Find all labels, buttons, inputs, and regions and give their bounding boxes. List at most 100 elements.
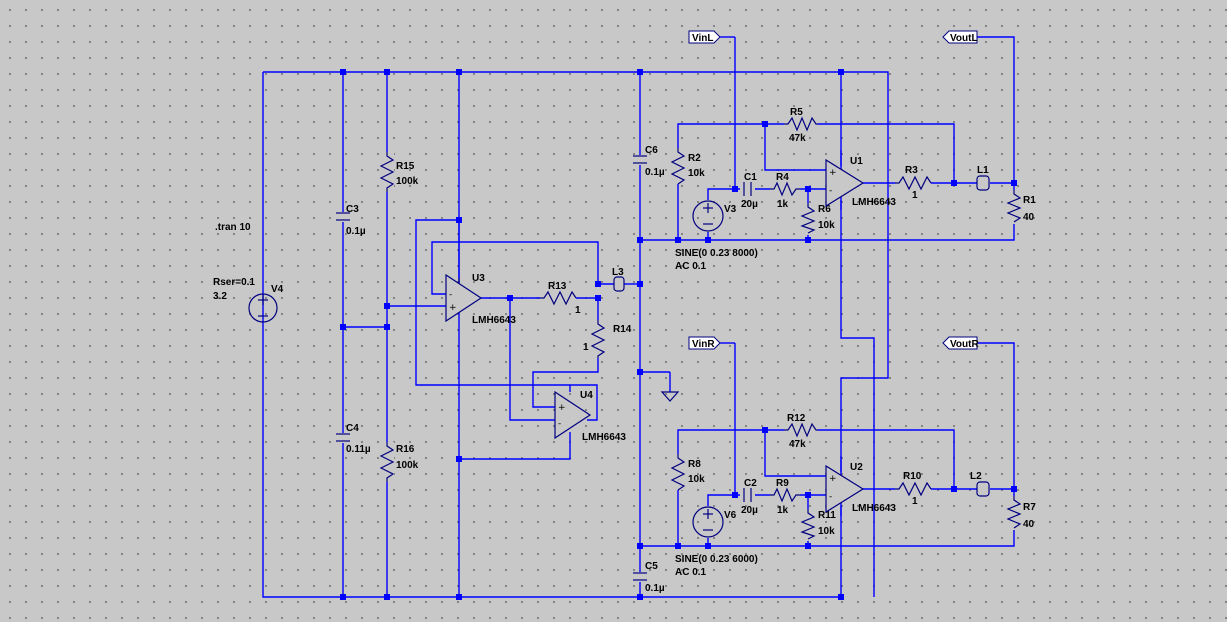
v3-ac: AC 0.1 (675, 261, 707, 272)
c4-value: 0.11µ (346, 444, 371, 455)
v4-voltage-source[interactable] (248, 293, 278, 323)
c2-capacitor[interactable] (742, 487, 754, 503)
c5-name: C5 (645, 561, 658, 572)
r11-resistor[interactable] (800, 509, 816, 541)
r16-name: R16 (396, 444, 415, 455)
r6-name: R6 (818, 204, 831, 215)
c5-capacitor[interactable] (632, 572, 648, 582)
r3-value: 1 (912, 190, 918, 201)
v3-sine: SINE(0 0.23 8000) (675, 248, 758, 259)
l2-name: L2 (970, 471, 982, 482)
u3-name: U3 (472, 273, 485, 284)
r7-value: 40 (1023, 519, 1035, 530)
r11-name: R11 (818, 510, 836, 521)
r3-resistor[interactable] (895, 175, 932, 191)
net-flag-voutl[interactable]: VoutL (942, 30, 978, 44)
u4-opamp[interactable]: + - (554, 390, 592, 440)
r5-resistor[interactable] (784, 116, 818, 132)
r15-resistor[interactable] (379, 152, 395, 192)
l1-inductor[interactable] (976, 175, 990, 191)
r9-resistor[interactable] (770, 487, 800, 503)
net-flag-vinl[interactable]: VinL (688, 30, 721, 44)
u1-model: LMH6643 (852, 197, 896, 208)
r4-resistor[interactable] (770, 181, 800, 197)
r4-name: R4 (776, 172, 789, 183)
tran-directive[interactable]: .tran 10 (215, 222, 251, 233)
r2-name: R2 (688, 153, 701, 164)
u3-model: LMH6643 (472, 315, 516, 326)
r13-resistor[interactable] (540, 290, 577, 306)
u2-opamp[interactable]: + - (825, 464, 865, 514)
r7-resistor[interactable] (1006, 496, 1022, 530)
svg-text:+: + (829, 168, 837, 178)
r14-resistor[interactable] (590, 320, 606, 358)
c6-name: C6 (645, 145, 658, 156)
r14-name: R14 (613, 324, 632, 335)
svg-text:+: + (829, 474, 837, 484)
svg-text:-: - (829, 186, 832, 196)
r10-resistor[interactable] (895, 481, 932, 497)
c3-capacitor[interactable] (335, 212, 351, 222)
c2-value: 20µ (741, 505, 758, 516)
r8-value: 10k (688, 474, 705, 485)
c4-capacitor[interactable] (335, 433, 351, 443)
r1-value: 40 (1023, 212, 1035, 223)
r12-resistor[interactable] (784, 422, 818, 438)
svg-text:+: + (558, 403, 566, 413)
u2-name: U2 (850, 462, 863, 473)
r15-name: R15 (396, 161, 415, 172)
r15-value: 100k (396, 176, 419, 187)
u1-name: U1 (850, 156, 863, 167)
u4-name: U4 (580, 390, 593, 401)
c4-name: C4 (346, 423, 359, 434)
r10-name: R10 (903, 471, 922, 482)
r11-value: 10k (818, 526, 835, 537)
wires (262, 36, 1015, 598)
u1-opamp[interactable]: + - (825, 158, 865, 208)
v6-sine-source[interactable] (692, 506, 724, 538)
l3-inductor[interactable] (613, 276, 625, 292)
r9-name: R9 (776, 478, 789, 489)
u2-model: LMH6643 (852, 503, 896, 514)
c5-value: 0.1µ (645, 583, 665, 594)
r13-name: R13 (548, 281, 567, 292)
c3-name: C3 (346, 204, 359, 215)
r2-resistor[interactable] (670, 148, 686, 185)
v4-name: V4 (271, 284, 284, 295)
r12-name: R12 (787, 413, 806, 424)
c1-value: 20µ (741, 199, 758, 210)
v6-ac: AC 0.1 (675, 567, 707, 578)
c6-capacitor[interactable] (632, 155, 648, 165)
v4-value: 3.2 (213, 291, 227, 302)
u3-opamp[interactable]: - + (445, 273, 483, 323)
c1-name: C1 (744, 172, 757, 183)
svg-text:+: + (449, 303, 457, 313)
l3-name: L3 (612, 267, 624, 278)
junctions (340, 69, 1017, 600)
r6-resistor[interactable] (800, 203, 816, 235)
r6-value: 10k (818, 220, 835, 231)
r16-resistor[interactable] (379, 442, 395, 482)
c2-name: C2 (744, 478, 757, 489)
r4-value: 1k (777, 199, 789, 210)
v4-rser: Rser=0.1 (213, 277, 255, 288)
r7-name: R7 (1023, 502, 1036, 513)
v3-name: V3 (724, 204, 737, 215)
r14-value: 1 (583, 342, 589, 353)
net-flag-voutr[interactable]: VoutR (942, 336, 979, 350)
r8-resistor[interactable] (670, 454, 686, 491)
c1-capacitor[interactable] (742, 181, 754, 197)
l1-name: L1 (977, 165, 989, 176)
r2-value: 10k (688, 168, 705, 179)
v3-sine-source[interactable] (692, 200, 724, 232)
r12-value: 47k (789, 439, 806, 450)
l2-inductor[interactable] (976, 481, 990, 497)
r5-name: R5 (790, 107, 803, 118)
v6-sine: SINE(0 0.23 6000) (675, 554, 758, 565)
r1-resistor[interactable] (1006, 190, 1022, 224)
v6-name: V6 (724, 510, 737, 521)
net-flag-vinr[interactable]: VinR (688, 336, 721, 350)
r10-value: 1 (912, 496, 918, 507)
net-flag-voutr-text: VoutR (950, 339, 979, 350)
